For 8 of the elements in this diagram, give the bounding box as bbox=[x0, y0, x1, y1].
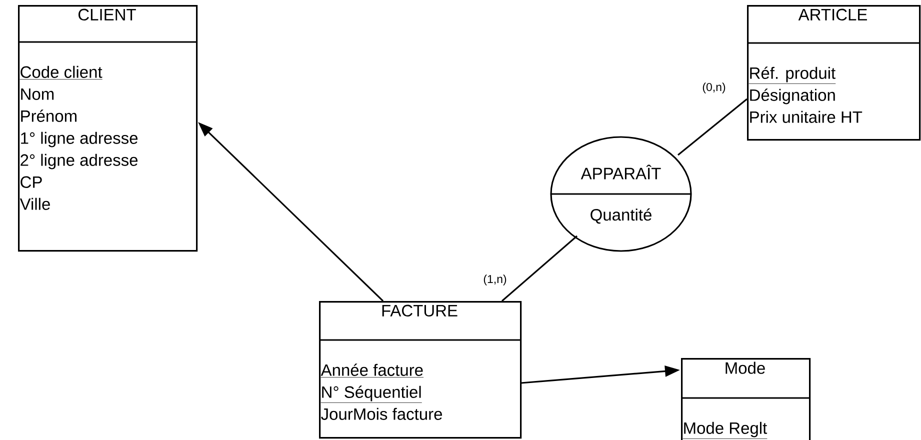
cardinality-label: (1,n) bbox=[482, 274, 508, 286]
connector-line bbox=[678, 98, 748, 156]
entity-box: CLIENT Code client Nom Prénom 1° ligne adresse 2° ligne adresse CP Ville bbox=[18, 5, 198, 252]
entity-box: Mode Mode Reglt bbox=[681, 358, 811, 440]
cardinality-label: (0,n) bbox=[701, 82, 727, 94]
entity-box: ARTICLE Réf. produit Désignation Prix unitaire HT bbox=[747, 5, 921, 141]
connector-line bbox=[501, 235, 578, 302]
entity-box: FACTURE Année facture N° Séquentiel JourMois facture bbox=[319, 301, 522, 439]
